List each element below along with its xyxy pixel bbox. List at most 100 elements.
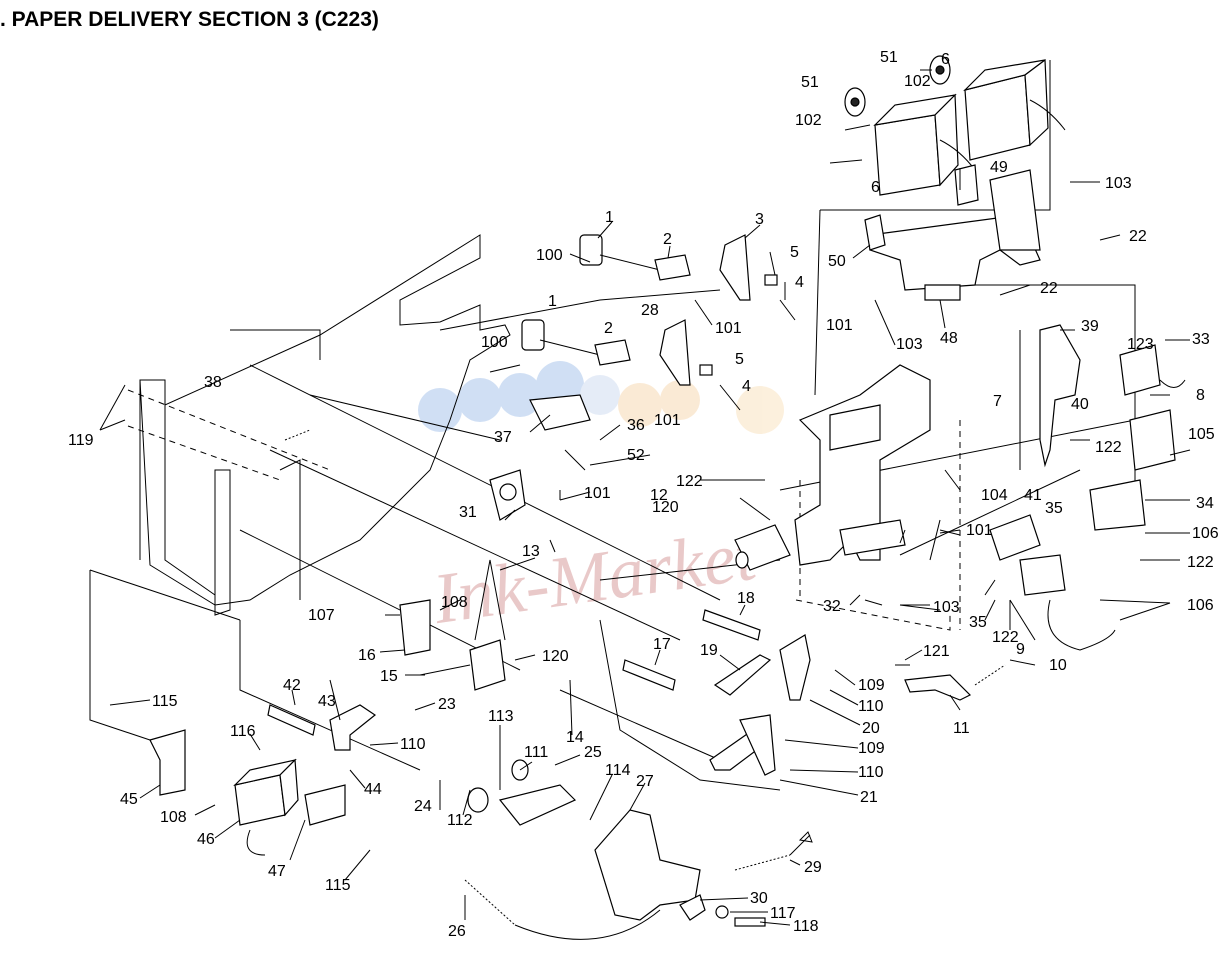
callout-labels: 1 100 2 3 5 4 101 28 5 1 100 2 101 4 51 … <box>68 49 1219 940</box>
bracket-50 <box>864 164 1041 301</box>
callout-label: 42 <box>283 677 301 694</box>
callout-label: 49 <box>990 159 1008 176</box>
callout-label: 44 <box>364 781 382 798</box>
callout-label: 121 <box>923 643 950 660</box>
callout-label: 2 <box>663 231 672 248</box>
callout-label: 100 <box>481 334 508 351</box>
callout-label: 11 <box>953 720 970 737</box>
callout-label: 25 <box>584 744 602 761</box>
callout-label: 22 <box>1129 228 1147 245</box>
callout-label: 101 <box>654 412 681 429</box>
callout-label: 116 <box>230 723 256 740</box>
callout-label: 100 <box>536 247 563 264</box>
callout-label: 103 <box>1105 175 1132 192</box>
callout-label: 6 <box>941 51 950 68</box>
callout-label: 8 <box>1196 387 1205 404</box>
callout-label: 13 <box>522 543 540 560</box>
callout-label: 120 <box>542 648 569 665</box>
plate-47 <box>304 784 346 826</box>
callout-label: 26 <box>448 923 466 940</box>
callout-label: 28 <box>641 302 659 319</box>
callout-label: 105 <box>1188 426 1215 443</box>
callout-label: 36 <box>627 417 645 434</box>
callout-label: 106 <box>1187 597 1214 614</box>
callout-label: 122 <box>1095 439 1122 456</box>
callout-label: 112 <box>447 812 473 829</box>
callout-label: 51 <box>801 74 819 91</box>
shafts-17-18 <box>622 609 761 691</box>
callout-label: 35 <box>969 614 987 631</box>
callout-label: 12 <box>650 487 668 504</box>
callout-label: 104 <box>981 487 1008 504</box>
callout-label: 6 <box>871 179 880 196</box>
callout-label: 102 <box>904 73 931 90</box>
callout-label: 31 <box>459 504 477 521</box>
solenoid-lower <box>844 87 976 196</box>
callout-label: 119 <box>68 432 94 449</box>
solenoid-46 <box>233 758 299 856</box>
callout-label: 40 <box>1071 396 1089 413</box>
callout-label: 45 <box>120 791 138 808</box>
callout-label: 5 <box>735 351 744 368</box>
shaft-42-43 <box>267 704 377 751</box>
callout-label: 48 <box>940 330 958 347</box>
solenoid-12 <box>734 524 791 571</box>
callout-label: 122 <box>1187 554 1214 571</box>
callout-label: 10 <box>1049 657 1067 674</box>
solenoid-upper <box>929 55 1066 161</box>
bracket-41-9 <box>989 514 1116 651</box>
callout-label: 52 <box>627 447 645 464</box>
callout-label: 4 <box>795 274 804 291</box>
callout-label: 30 <box>750 890 768 907</box>
leader-lines <box>99 69 1191 926</box>
levers-19-20-21 <box>709 634 811 776</box>
callout-label: 20 <box>862 720 880 737</box>
callout-label: 1 <box>605 209 614 226</box>
callout-label: 17 <box>653 636 671 653</box>
callout-label: 2 <box>604 320 613 337</box>
callout-label: 1 <box>548 293 557 310</box>
callout-label: 51 <box>880 49 898 66</box>
springs <box>284 429 813 940</box>
callout-label: 46 <box>197 831 215 848</box>
callout-label: 19 <box>700 642 718 659</box>
callout-label: 47 <box>268 863 286 880</box>
callout-label: 33 <box>1192 331 1210 348</box>
callout-label: 117 <box>770 905 796 922</box>
callout-label: 118 <box>793 918 819 935</box>
bracket-39-40 <box>1039 324 1186 531</box>
callout-label: 7 <box>993 393 1002 410</box>
callout-label: 110 <box>400 736 426 753</box>
callout-label: 29 <box>804 859 822 876</box>
callout-label: 50 <box>828 253 846 270</box>
callout-label: 37 <box>494 429 512 446</box>
callout-label: 16 <box>358 647 376 664</box>
side-plate-7 <box>794 364 931 566</box>
bracket-45 <box>149 729 186 796</box>
page-title: . PAPER DELIVERY SECTION 3 (C223) <box>0 8 379 31</box>
callout-label: 24 <box>414 798 432 815</box>
callout-label: 18 <box>737 590 755 607</box>
callout-label: 103 <box>896 336 923 353</box>
callout-label: 101 <box>826 317 853 334</box>
connection-lines <box>89 60 1136 791</box>
bracket-27 <box>467 759 701 921</box>
callout-label: 5 <box>790 244 799 261</box>
link-30 <box>679 894 766 927</box>
callout-label: 34 <box>1196 495 1214 512</box>
callout-label: 120 <box>652 499 679 516</box>
shaft-assembly-middle <box>521 319 741 471</box>
bracket-16-15 <box>399 559 506 691</box>
callout-label: 101 <box>715 320 742 337</box>
callout-label: 38 <box>204 374 222 391</box>
callout-label: 41 <box>1024 487 1042 504</box>
callout-label: 101 <box>584 485 611 502</box>
shaft-assembly-upper <box>579 234 796 321</box>
callout-label: 101 <box>966 522 993 539</box>
callout-label: 122 <box>992 629 1019 646</box>
callout-label: 108 <box>160 809 187 826</box>
callout-label: 122 <box>676 473 703 490</box>
lever-11 <box>904 664 1006 701</box>
callout-label: 14 <box>566 729 584 746</box>
